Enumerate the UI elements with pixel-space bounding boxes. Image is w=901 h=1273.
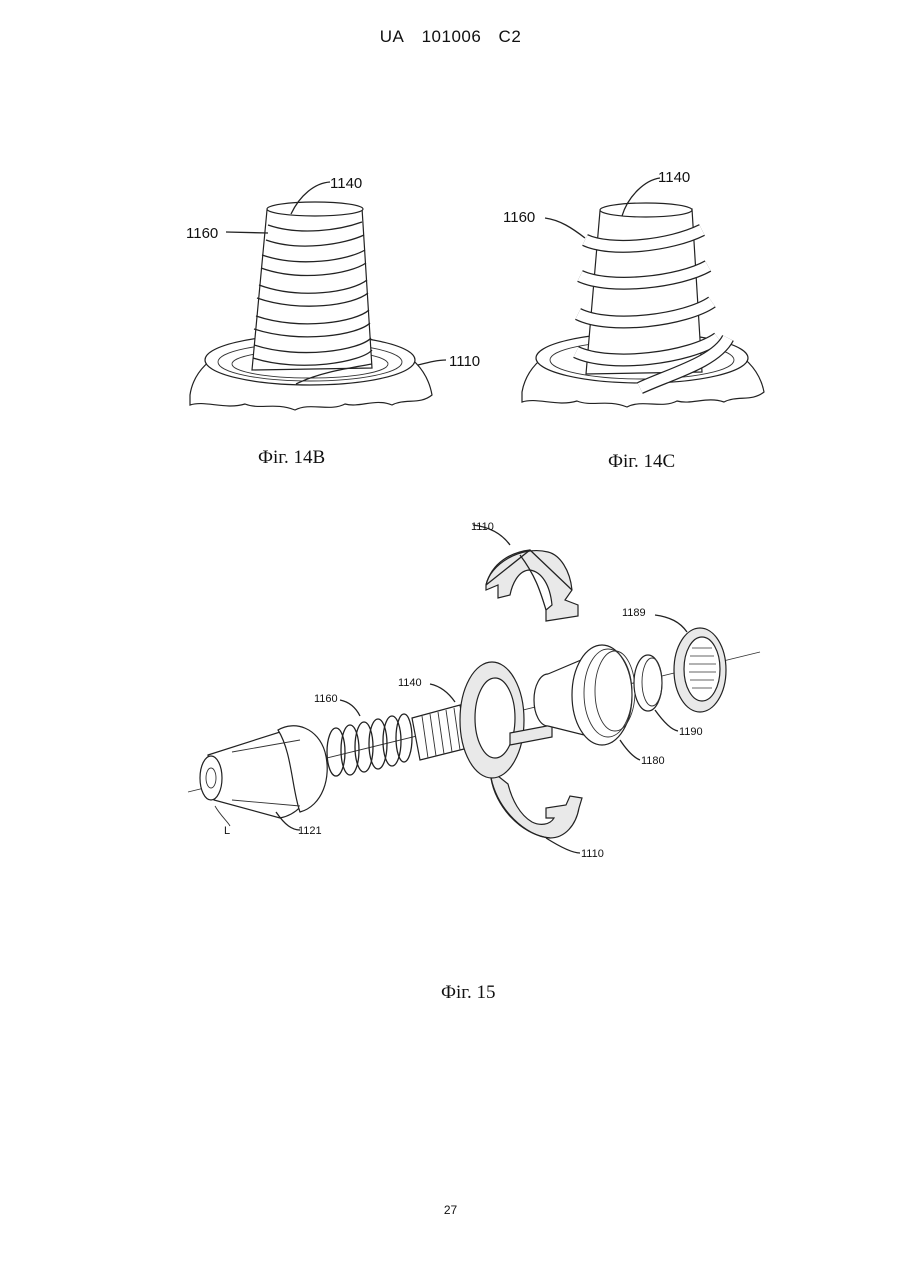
fig14b-caption: Фіг. 14B [258,447,325,468]
figure-14c: 1140 1160 Фіг. 14C [503,169,764,472]
fig15-label-axis: L [224,825,230,837]
fig14b-label-1110: 1110 [449,353,480,370]
page-number: 27 [0,1203,901,1217]
fig15-label-spring: 1160 [314,693,338,705]
fig15-label-body: 1180 [641,755,665,767]
fig14c-label-1140: 1140 [658,169,690,186]
fig15-label-top-shell: 1110 [471,521,494,533]
fig15-label-cone: 1121 [298,825,322,837]
fig15-label-screw: 1140 [398,677,422,689]
fig14b-label-1140: 1140 [330,175,362,192]
fig15-label-cap: 1189 [622,607,646,619]
figure-15: 1110 1110 L 1121 1160 [188,521,760,1003]
figure-14b: 1140 1160 1110 Фіг. 14B [186,175,480,468]
fig15-label-seal: 1190 [679,726,703,738]
fig14c-label-1160: 1160 [503,209,535,226]
fig14c-caption: Фіг. 14C [608,451,675,472]
fig15-label-bottom-shell: 1110 [581,848,604,860]
fig14b-label-1160: 1160 [186,225,218,242]
fig15-caption: Фіг. 15 [441,982,495,1003]
